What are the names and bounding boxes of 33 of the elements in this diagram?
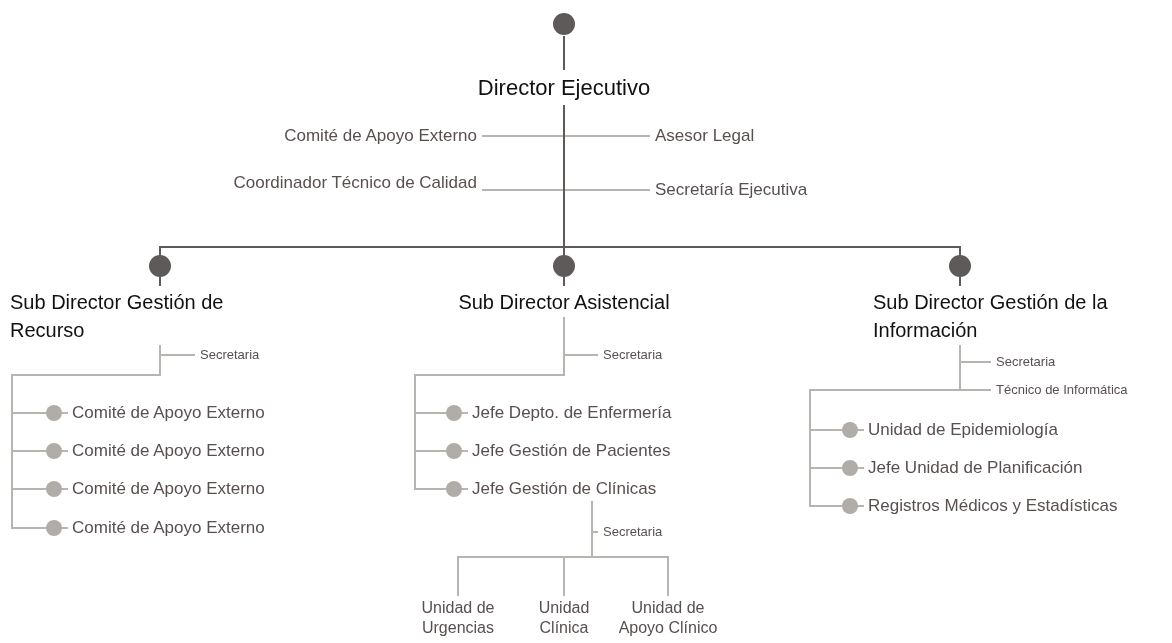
connector-line: [563, 104, 971, 287]
role-label: Unidad Clínica: [529, 598, 599, 638]
role-label: Secretaría Ejecutiva: [655, 179, 875, 201]
role-label: Sub Director Asistencial: [444, 288, 684, 316]
role-label: Registros Médicos y Estadísticas: [868, 495, 1168, 517]
role-label: Unidad de Epidemiología: [868, 419, 1118, 441]
role-label: Asesor Legal: [655, 125, 855, 147]
connector-line: [11, 344, 161, 536]
role-label: Secretaria: [996, 353, 1086, 371]
role-label: Jefe Gestión de Pacientes: [472, 440, 712, 462]
role-label: Comité de Apoyo Externo: [200, 125, 477, 147]
role-label: Sub Director Gestión de la Información: [873, 288, 1118, 344]
role-label: Comité de Apoyo Externo: [72, 402, 302, 424]
role-label: Secretaria: [603, 523, 693, 541]
role-label: Secretaria: [200, 346, 290, 364]
role-label: Jefe Gestión de Clínicas: [472, 478, 712, 500]
connector-line: [414, 316, 565, 497]
role-label: Técnico de Informática: [996, 381, 1166, 399]
role-label: Director Ejecutivo: [444, 72, 684, 104]
role-label: Unidad de Apoyo Clínico: [613, 598, 723, 638]
role-label: Unidad de Urgencias: [413, 598, 503, 638]
role-label: Jefe Unidad de Planificación: [868, 457, 1118, 479]
role-label: Comité de Apoyo Externo: [72, 478, 302, 500]
role-label: Sub Director Gestión de Recurso: [10, 288, 255, 344]
connector-line: [563, 35, 565, 71]
role-label: Secretaria: [603, 346, 693, 364]
role-label: Comité de Apoyo Externo: [72, 517, 302, 539]
connector-line: [591, 500, 669, 597]
role-label: Coordinador Técnico de Calidad: [150, 172, 477, 194]
circle-node: [553, 13, 575, 35]
role-label: Jefe Depto. de Enfermería: [472, 402, 712, 424]
connector-line: [809, 344, 961, 514]
role-label: Comité de Apoyo Externo: [72, 440, 302, 462]
